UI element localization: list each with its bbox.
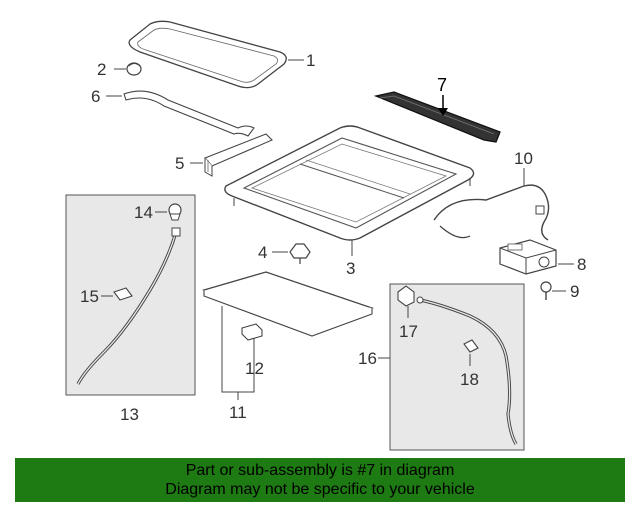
part-1-glass-panel[interactable] bbox=[128, 20, 287, 89]
callout-11: 11 bbox=[229, 403, 247, 422]
part-7-rail[interactable] bbox=[373, 91, 501, 143]
callout-13: 13 bbox=[120, 405, 139, 424]
banner-line-1: Part or sub-assembly is #7 in diagram bbox=[185, 462, 455, 479]
callout-3: 3 bbox=[346, 259, 355, 278]
part-8-motor[interactable] bbox=[499, 239, 557, 275]
part-11-sunshade[interactable] bbox=[201, 271, 374, 337]
part-18-clip[interactable] bbox=[463, 339, 479, 353]
part-14-grommet[interactable] bbox=[168, 203, 182, 221]
callout-15: 15 bbox=[80, 287, 99, 306]
info-banner: Part or sub-assembly is #7 in diagram Di… bbox=[15, 458, 625, 502]
callout-9: 9 bbox=[570, 282, 579, 301]
part-17-plug[interactable] bbox=[397, 285, 415, 307]
callout-8: 8 bbox=[577, 255, 586, 274]
callout-6: 6 bbox=[91, 87, 100, 106]
part-10-harness[interactable] bbox=[433, 184, 550, 241]
part-16-drain-hose[interactable] bbox=[416, 296, 518, 445]
part-15-connector[interactable] bbox=[113, 287, 133, 301]
callout-4: 4 bbox=[258, 243, 267, 262]
callout-1: 1 bbox=[306, 51, 315, 70]
part-9-screw[interactable] bbox=[540, 281, 552, 300]
callout-14: 14 bbox=[134, 203, 153, 222]
callout-10: 10 bbox=[514, 149, 533, 168]
callout-5: 5 bbox=[175, 154, 184, 173]
callout-18: 18 bbox=[460, 370, 479, 389]
part-6-seal[interactable] bbox=[123, 90, 255, 137]
part-5-deflector[interactable] bbox=[204, 133, 273, 177]
part-2-clip[interactable] bbox=[126, 62, 142, 76]
leader-7-arrow bbox=[438, 108, 448, 116]
group-box-16 bbox=[389, 283, 525, 451]
leader-11 bbox=[221, 306, 255, 393]
banner-line-2: Diagram may not be specific to your vehi… bbox=[165, 481, 475, 498]
callout-7: 7 bbox=[437, 75, 447, 95]
part-4-push-clip[interactable] bbox=[289, 243, 311, 264]
callout-17: 17 bbox=[399, 322, 418, 341]
callout-12: 12 bbox=[245, 359, 264, 378]
part-13-drain-hose[interactable] bbox=[76, 227, 181, 385]
callout-16: 16 bbox=[358, 349, 377, 368]
part-3-frame[interactable] bbox=[224, 125, 475, 246]
callout-2: 2 bbox=[97, 60, 106, 79]
part-12-cap[interactable] bbox=[241, 323, 263, 341]
